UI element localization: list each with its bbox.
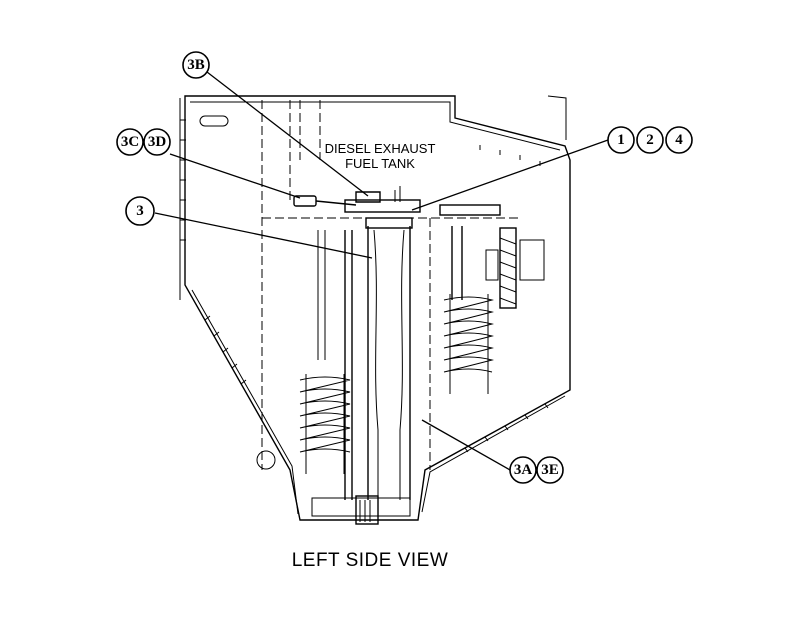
callout-label: 4 [675, 132, 683, 148]
callout-circle [607, 126, 635, 154]
hose-fitting [355, 191, 381, 203]
callout-3C-3D: 3C 3D [116, 128, 171, 156]
connector [293, 195, 357, 207]
top-plate [344, 186, 501, 216]
hidden-lines [261, 100, 520, 470]
callout-1-2-4: 1 2 4 [607, 126, 693, 154]
callout-circle [143, 128, 171, 156]
right-coil [443, 226, 494, 394]
sender-tube [355, 217, 413, 525]
callout-circle [665, 126, 693, 154]
callout-label: 3 [136, 203, 144, 219]
callout-label: 2 [646, 132, 654, 148]
callout-circle [509, 456, 537, 484]
callout-3: 3 [125, 196, 155, 226]
callout-3A-3E: 3A 3E [509, 456, 564, 484]
callout-circle [182, 51, 210, 79]
left-coil [299, 230, 353, 500]
tank-label-line1: DIESEL EXHAUST [325, 141, 436, 156]
callout-label: 3C [121, 134, 139, 150]
callout-label: 3A [514, 462, 533, 478]
callout-circle [116, 128, 144, 156]
callout-label: 1 [617, 132, 625, 148]
callout-label: 3D [148, 134, 167, 150]
view-caption: LEFT SIDE VIEW [291, 550, 449, 571]
callout-label: 3B [187, 57, 205, 73]
callout-3B: 3B [182, 51, 210, 79]
callout-circle [125, 196, 155, 226]
callout-circle [536, 456, 564, 484]
tank-label: DIESEL EXHAUST FUEL TANK [325, 141, 436, 171]
tank-label-line2: FUEL TANK [345, 156, 415, 171]
leader-lines [154, 71, 609, 471]
side-bracket [485, 227, 545, 309]
callout-label: 3E [541, 462, 559, 478]
callout-circle [636, 126, 664, 154]
